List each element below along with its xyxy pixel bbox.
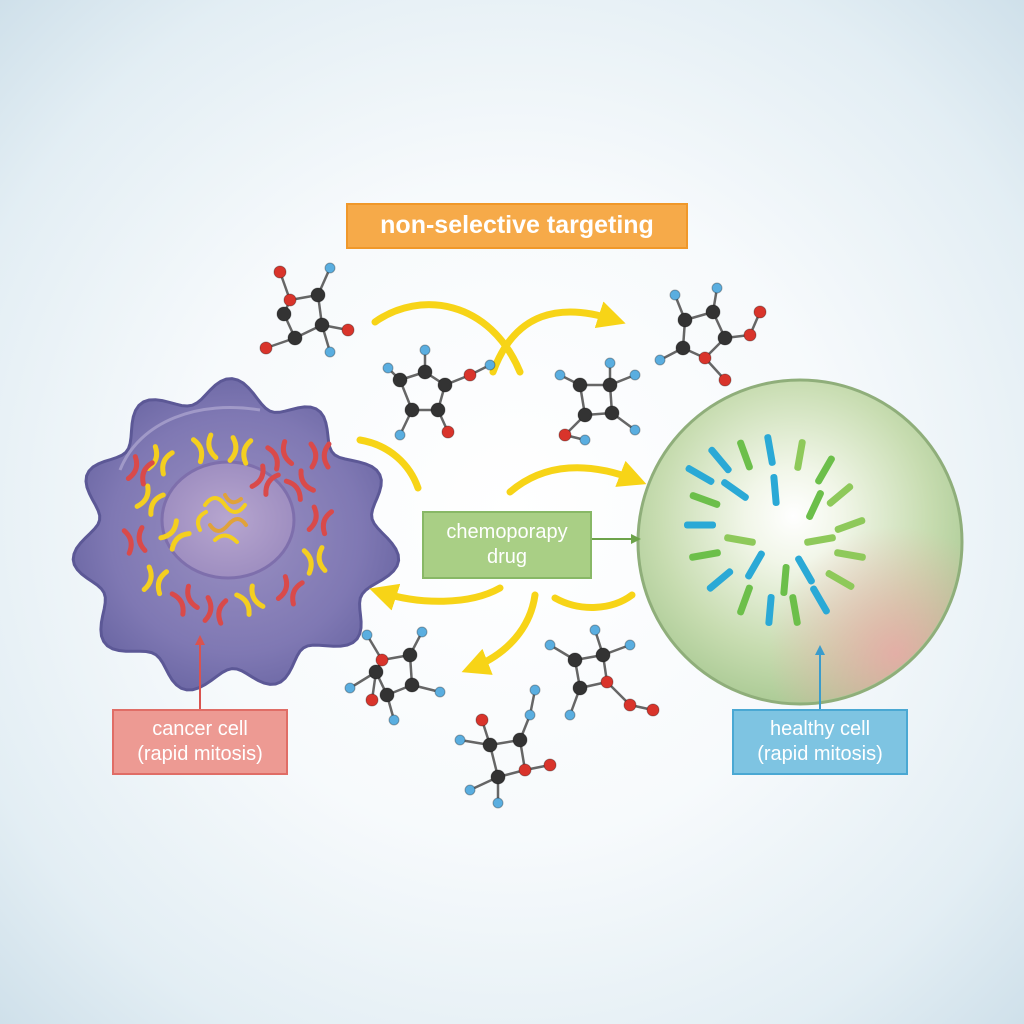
title-text: non-selective targeting bbox=[380, 211, 654, 240]
drug-label: chemoporapy drug bbox=[422, 511, 592, 579]
molecule bbox=[544, 624, 660, 721]
molecule bbox=[454, 684, 557, 809]
drug-label-line1: chemoporapy bbox=[446, 521, 568, 543]
arrow-lower-right bbox=[551, 591, 636, 611]
molecule bbox=[554, 357, 641, 446]
arrow-to-cancer bbox=[369, 583, 504, 611]
cancer-label-line2: (rapid mitosis) bbox=[137, 743, 263, 765]
cancer-label-line1: cancer cell bbox=[152, 718, 248, 740]
cancer-cell bbox=[71, 377, 401, 692]
arrow-to-healthy bbox=[506, 460, 647, 496]
healthy-cell bbox=[636, 378, 964, 706]
arrow-down bbox=[461, 591, 539, 675]
cancer-nucleus bbox=[160, 460, 296, 580]
cancer-cell-label: cancer cell (rapid mitosis) bbox=[112, 709, 288, 775]
nucleus-chromatin bbox=[196, 493, 248, 544]
drug-label-line2: drug bbox=[486, 546, 528, 568]
title-label: non-selective targeting bbox=[346, 203, 688, 249]
drug-molecules bbox=[259, 262, 767, 809]
healthy-label-line2: (rapid mitosis) bbox=[757, 743, 883, 765]
drug-flow-arrows bbox=[356, 301, 647, 675]
cancer-chromosomes bbox=[121, 432, 335, 626]
arrow-left-arc bbox=[356, 436, 422, 492]
arrow-top-right bbox=[489, 301, 626, 376]
molecule bbox=[382, 344, 496, 441]
molecule bbox=[344, 626, 446, 726]
healthy-cell-label: healthy cell (rapid mitosis) bbox=[732, 709, 908, 775]
healthy-label-line1: healthy cell bbox=[769, 718, 871, 740]
healthy-chromosomes bbox=[684, 434, 866, 626]
molecule bbox=[654, 282, 767, 387]
molecule bbox=[259, 262, 355, 358]
